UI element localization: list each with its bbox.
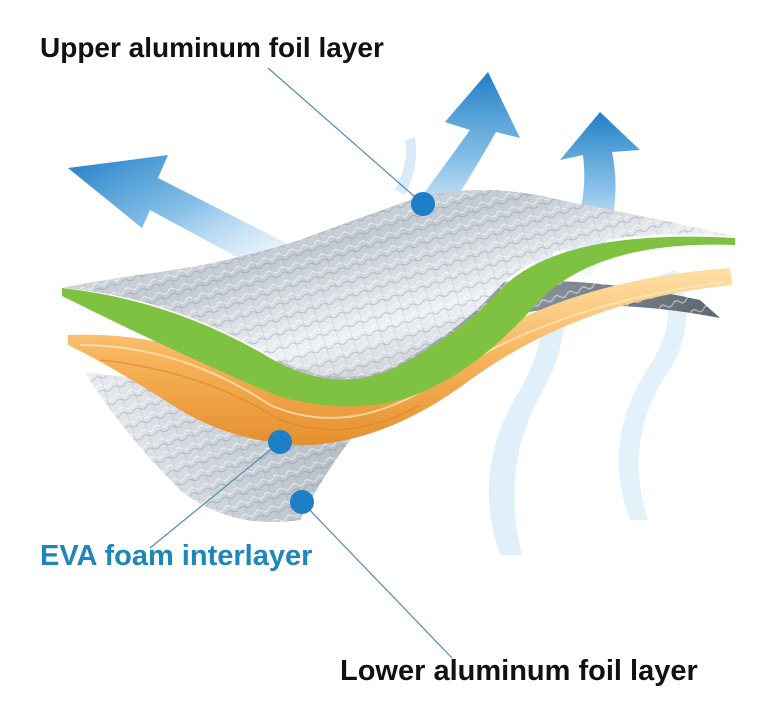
callout-marker-icon [411, 192, 435, 216]
leader-line-lower [301, 501, 453, 659]
upper-foil-layer [62, 190, 735, 407]
heat-arrow-icon [68, 155, 290, 275]
label-lower-foil: Lower aluminum foil layer [340, 655, 698, 687]
leader-lines [149, 67, 453, 659]
label-upper-foil: Upper aluminum foil layer [40, 32, 384, 63]
leader-line-eva [149, 441, 281, 549]
label-eva-foam: EVA foam interlayer [40, 540, 313, 572]
callout-marker-icon [290, 490, 314, 514]
callout-marker-icon [268, 430, 292, 454]
lower-foil-layer [85, 280, 720, 522]
leader-line-upper [267, 67, 424, 205]
eva-foam-layer [68, 268, 732, 445]
